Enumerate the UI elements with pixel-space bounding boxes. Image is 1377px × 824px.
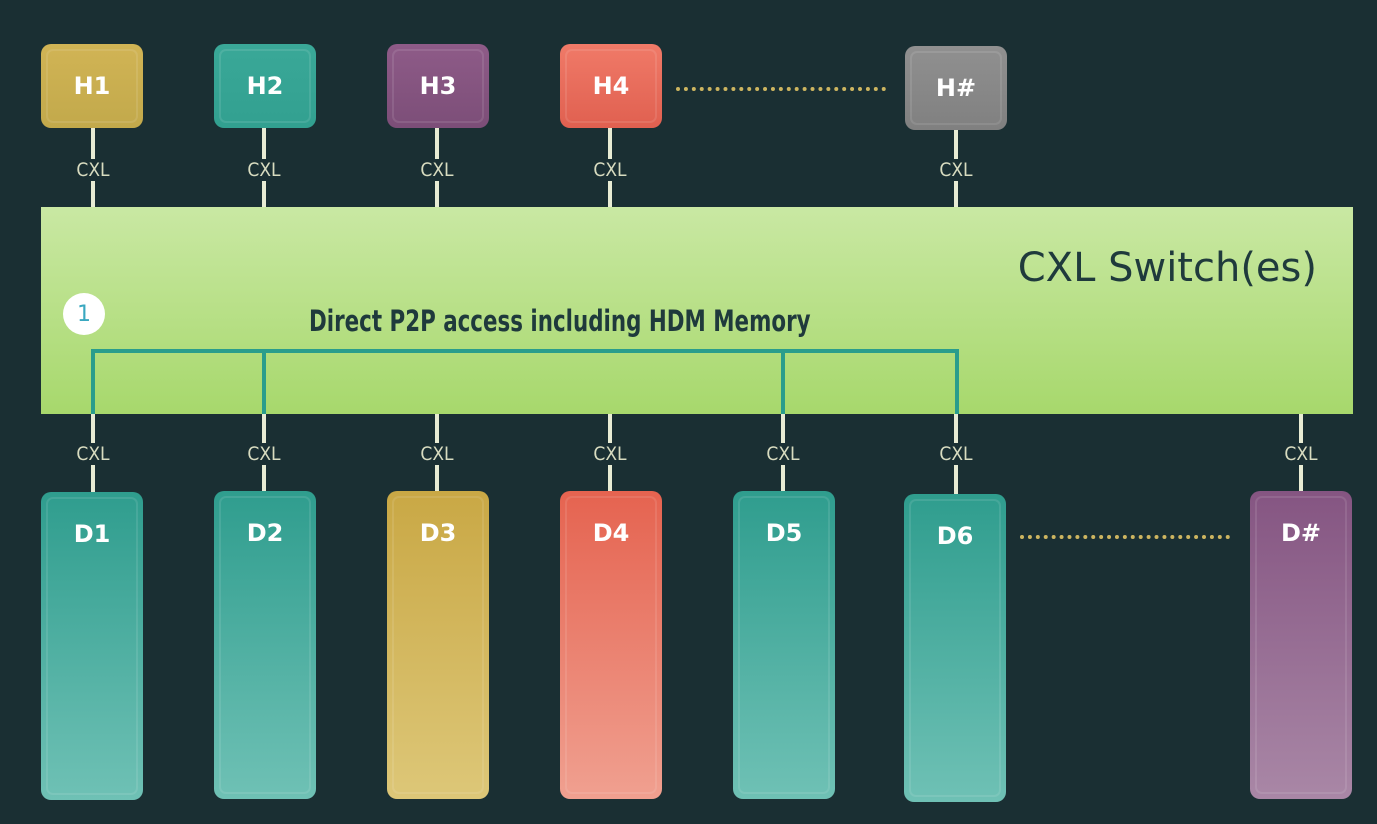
cxl-link-label: CXL (926, 443, 986, 465)
cxl-link-label: CXL (234, 159, 294, 181)
cxl-link-label: CXL (407, 159, 467, 181)
cxl-link-label: CXL (580, 443, 640, 465)
cxl-link-label: CXL (63, 159, 123, 181)
device-d2: D2 (214, 491, 316, 799)
device-d3: D3 (387, 491, 489, 799)
device-label: D6 (936, 522, 974, 550)
host-hn: H# (905, 46, 1007, 130)
cxl-link-label: CXL (234, 443, 294, 465)
host-h4: H4 (560, 44, 662, 128)
device-d5: D5 (733, 491, 835, 799)
host-h1: H1 (41, 44, 143, 128)
p2p-bracket-frame (91, 349, 959, 414)
host-h2: H2 (214, 44, 316, 128)
cxl-link-label: CXL (753, 443, 813, 465)
device-label: D2 (246, 519, 284, 547)
device-label: D4 (592, 519, 630, 547)
host-label: H4 (592, 72, 630, 100)
cxl-link-label: CXL (580, 159, 640, 181)
p2p-label: Direct P2P access including HDM Memory (309, 304, 811, 338)
device-dn: D# (1250, 491, 1352, 799)
device-label: D# (1280, 519, 1322, 547)
device-d1: D1 (41, 492, 143, 800)
device-label: D5 (765, 519, 803, 547)
switch-title: CXL Switch(es) (1017, 245, 1317, 291)
cxl-link-label: CXL (926, 159, 986, 181)
device-ellipsis-dots (1020, 535, 1230, 539)
cxl-link-label: CXL (63, 443, 123, 465)
device-d6: D6 (904, 494, 1006, 802)
step-badge: 1 (63, 293, 105, 335)
device-label: D3 (419, 519, 457, 547)
device-d4: D4 (560, 491, 662, 799)
cxl-link-label: CXL (407, 443, 467, 465)
host-label: H# (935, 74, 977, 102)
host-ellipsis-dots (676, 87, 886, 91)
cxl-link-label: CXL (1271, 443, 1331, 465)
host-h3: H3 (387, 44, 489, 128)
cxl-switch: CXL Switch(es) 1 Direct P2P access inclu… (41, 207, 1353, 414)
host-label: H1 (73, 72, 111, 100)
p2p-bracket (91, 349, 959, 414)
host-label: H2 (246, 72, 284, 100)
host-label: H3 (419, 72, 457, 100)
device-label: D1 (73, 520, 111, 548)
